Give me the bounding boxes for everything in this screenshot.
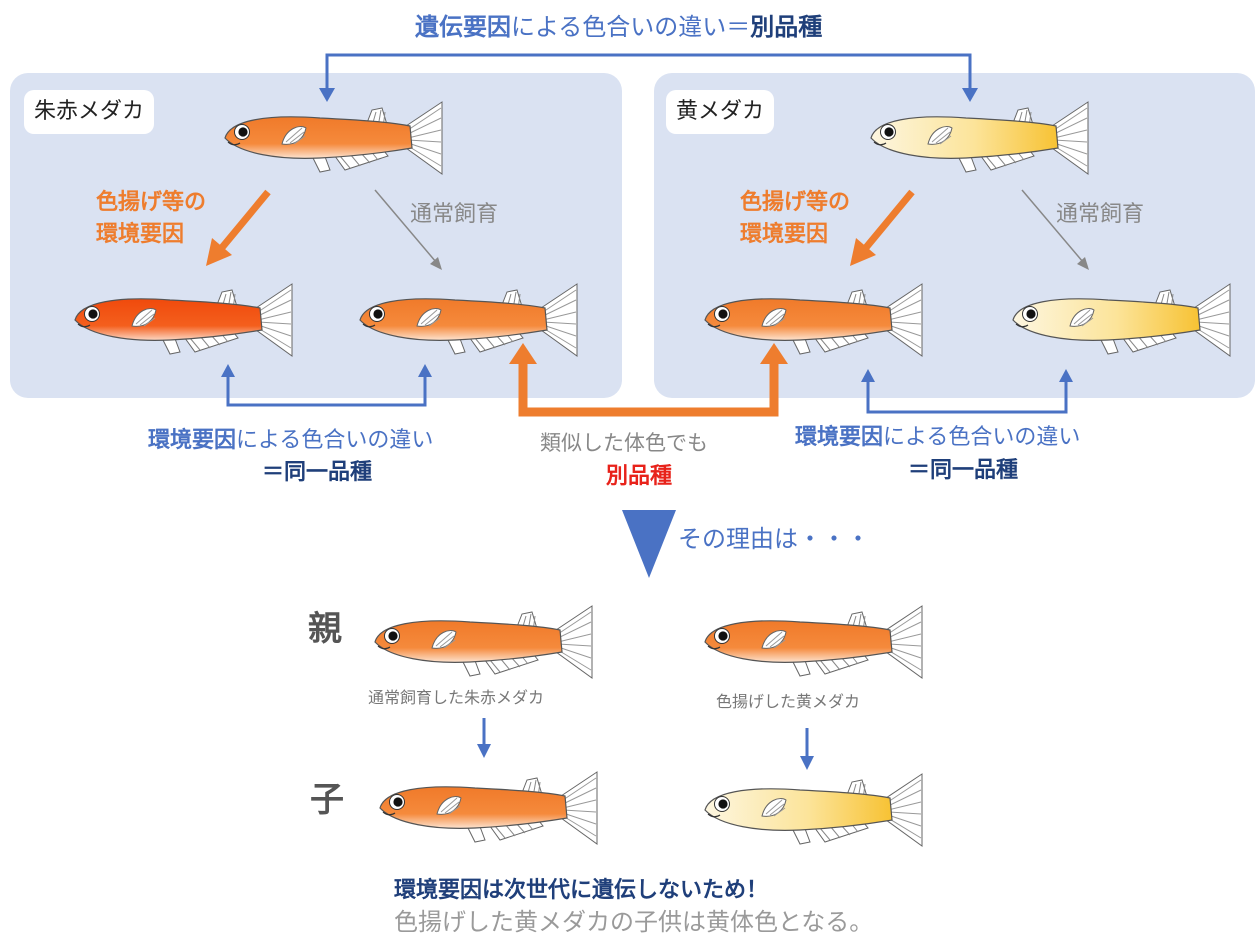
top-title: 遺伝要因による色合いの違い＝別品種 [415, 15, 822, 39]
top-bracket-arrow [325, 53, 972, 90]
parent-right-caption: 色揚げした黄メダカ [716, 692, 861, 711]
left-factor-line2: 環境要因 [96, 221, 185, 247]
right-orange-arrow [850, 189, 915, 266]
conclusion-line2: 色揚げした黄メダカの子供は黄体色となる。 [394, 908, 874, 936]
left-generation-arrow [477, 718, 491, 758]
fish-icon-parent-left [374, 605, 593, 679]
right-gray-arrow [1021, 189, 1089, 270]
right-normal-label: 通常飼育 [1056, 202, 1145, 227]
right-generation-arrow [800, 728, 814, 770]
fish-icon-child-right [704, 773, 923, 847]
top-title-mid: による色合いの違い＝ [511, 13, 751, 41]
down-triangle-icon [622, 510, 676, 578]
left-factor-label: 色揚げ等の 環境要因 [96, 187, 206, 251]
parent-label: 親 [308, 609, 342, 649]
right-caption-env: 環境要因 [795, 425, 884, 450]
top-title-breed: 別品種 [750, 13, 823, 41]
conclusion-line1: 環境要因は次世代に遺伝しないため！ [394, 878, 769, 903]
right-caption: 環境要因による色合いの違い [795, 427, 1080, 449]
left-caption-same: ＝同一品種 [262, 460, 373, 485]
fish-icon-parent-right [704, 605, 923, 679]
fish-icon-child-left [379, 771, 598, 845]
left-factor-line1: 色揚げ等の [96, 190, 207, 215]
left-gray-arrow [374, 189, 442, 270]
left-caption-env: 環境要因 [148, 428, 237, 453]
left-bracket-arrow [226, 375, 427, 407]
left-normal-label: 通常飼育 [410, 202, 499, 227]
middle-caption: 類似した体色でも [540, 431, 708, 455]
reason-text: その理由は・・・ [678, 525, 870, 553]
top-title-genetic: 遺伝要因 [415, 13, 511, 41]
parent-left-caption: 通常飼育した朱赤メダカ [368, 688, 545, 707]
left-panel-label: 朱赤メダカ [24, 90, 155, 134]
orange-bracket-arrow [518, 362, 779, 417]
left-orange-arrow [206, 189, 271, 266]
middle-caption-breed: 別品種 [606, 464, 673, 489]
right-panel-label: 黄メダカ [666, 90, 775, 134]
left-caption-mid: による色合いの違い [236, 428, 434, 453]
right-factor-label: 色揚げ等の 環境要因 [740, 187, 850, 251]
right-factor-line1: 色揚げ等の [740, 190, 851, 215]
left-caption: 環境要因による色合いの違い [148, 430, 433, 452]
right-caption-same: ＝同一品種 [908, 458, 1019, 483]
child-label: 子 [310, 780, 344, 820]
right-factor-line2: 環境要因 [740, 221, 829, 247]
right-bracket-arrow [866, 380, 1068, 414]
right-caption-mid: による色合いの違い [883, 425, 1081, 450]
